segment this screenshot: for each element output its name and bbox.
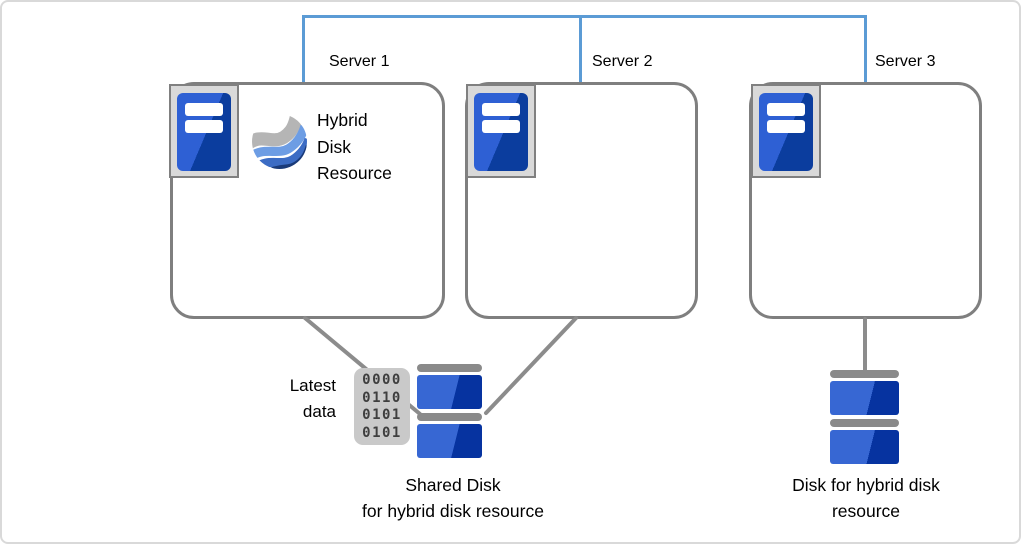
server-chassis (759, 93, 813, 171)
disk-cap (417, 364, 482, 372)
server1-label: Server 1 (329, 53, 390, 70)
latest-data-label: Latest data (256, 373, 336, 424)
server-slot-bar (767, 103, 805, 116)
resource-label-line: Resource (317, 163, 392, 183)
server-slot-bar (482, 120, 520, 133)
disk-cap (417, 413, 482, 421)
disk-cap (830, 419, 899, 427)
server-icon (466, 84, 536, 178)
resource-label-line: Hybrid (317, 110, 368, 130)
server-icon (169, 84, 239, 178)
disk-platter (830, 430, 899, 464)
server-slot-bar (482, 103, 520, 116)
disk-platter (830, 381, 899, 415)
disk-cap (830, 370, 899, 378)
interconnect-drop-server3 (864, 15, 867, 82)
server-icon (751, 84, 821, 178)
shared-disk-label-line: Shared Disk (405, 475, 501, 495)
server-chassis (474, 93, 528, 171)
hybrid-disk-label: Disk for hybrid disk resource (756, 472, 976, 524)
interconnect-line-horizontal (302, 15, 867, 18)
server3-label: Server 3 (875, 53, 936, 70)
server-chassis (177, 93, 231, 171)
binary-row: 0101 (362, 407, 402, 423)
latest-data-line: data (302, 401, 336, 421)
binary-row: 0101 (362, 424, 402, 441)
swirl-band-gray (252, 114, 304, 150)
server2-label: Server 2 (592, 53, 653, 70)
binary-row: 0000 (362, 372, 402, 388)
binary-row: 0110 (362, 389, 402, 406)
server-slot-bar (185, 103, 223, 116)
connector-server2-shared-disk (484, 316, 578, 415)
disk-platter (417, 375, 482, 409)
hybrid-disk-resource-label: Hybrid Disk Resource (317, 107, 392, 187)
resource-label-line: Disk (317, 136, 352, 157)
disk-platter (417, 424, 482, 458)
hybrid-disk-resource-icon (252, 114, 307, 169)
hybrid-disk-label-line: resource (831, 501, 901, 521)
hybrid-disk-label-line: Disk for hybrid disk (792, 475, 940, 495)
hybrid-disk-icon (830, 370, 899, 468)
interconnect-drop-server1 (302, 15, 305, 82)
shared-disk-label-line: for hybrid disk resource (362, 501, 544, 521)
server-slot-bar (185, 120, 223, 133)
server1-box (170, 82, 445, 319)
binary-data-icon: 0000 0110 0101 0101 (354, 368, 410, 445)
swirl-band-lightblue (252, 124, 307, 162)
server-slot-bar (767, 120, 805, 133)
shared-disk-icon (417, 364, 482, 462)
latest-data-line: Latest (289, 376, 336, 395)
interconnect-drop-server2 (579, 15, 582, 82)
shared-disk-label: Shared Disk for hybrid disk resource (333, 472, 573, 524)
